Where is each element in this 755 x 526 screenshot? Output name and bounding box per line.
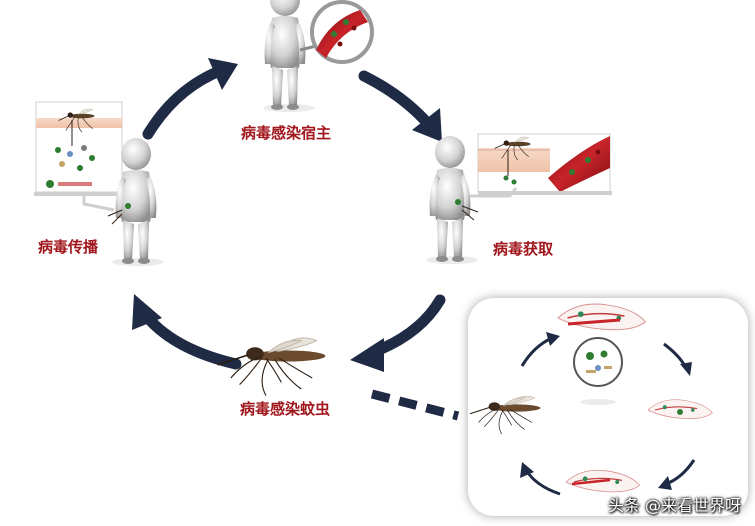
cycle-arrow-top-left xyxy=(142,58,238,140)
cycle-arrow-bottom-left xyxy=(132,294,242,370)
label-acquire: 病毒获取 xyxy=(493,240,554,258)
dissemination-stage-bottom xyxy=(565,469,641,493)
salivary-stage-right xyxy=(647,399,713,420)
inset-cycle xyxy=(469,303,713,496)
inset-arrow-3 xyxy=(658,459,696,490)
cycle-arrow-bottom-right xyxy=(350,294,446,372)
label-infect-host: 病毒感染宿主 xyxy=(241,124,332,142)
watermark: 头条 @来看世界呀 xyxy=(607,496,741,515)
transmission-panel xyxy=(34,101,126,212)
carrier-person-right xyxy=(426,136,518,264)
inset-arrow-1 xyxy=(520,332,560,367)
label-transmit: 病毒传播 xyxy=(38,238,99,256)
label-infect-mosquito: 病毒感染蚊虫 xyxy=(240,400,331,418)
cycle-arrow-top-right xyxy=(358,70,442,142)
inset-arrow-2 xyxy=(663,342,692,376)
midgut-stage-top xyxy=(557,303,647,331)
dashed-connector xyxy=(370,389,460,421)
infected-person-left xyxy=(107,138,164,266)
blood-vessel-magnifier xyxy=(310,0,374,64)
acquisition-panel xyxy=(477,133,612,195)
inset-arrow-4 xyxy=(520,462,561,496)
virus-magnifier xyxy=(573,337,623,405)
